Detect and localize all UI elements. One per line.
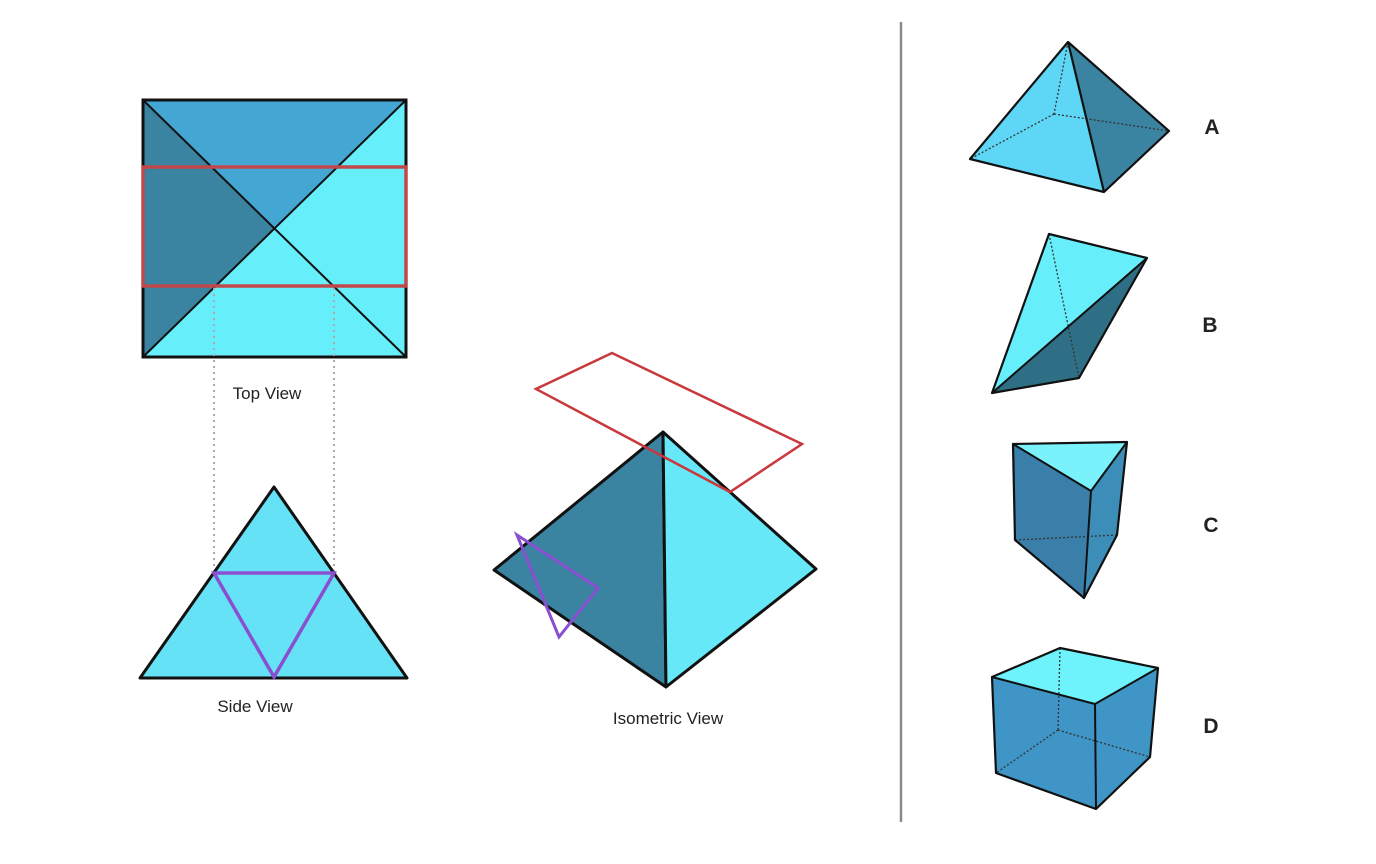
isometric-section-triangle — [513, 531, 601, 640]
option-d-shape[interactable] — [990, 646, 1160, 811]
option-d-label[interactable]: D — [1203, 715, 1218, 738]
top-view — [141, 98, 408, 359]
option-c-label[interactable]: C — [1203, 514, 1218, 537]
isometric-section-plane — [533, 351, 805, 494]
side-view-section-triangle — [210, 571, 338, 681]
option-b-shape[interactable] — [990, 232, 1149, 395]
isometric-view — [492, 351, 818, 689]
option-a-shape[interactable] — [968, 40, 1171, 194]
option-c-shape[interactable] — [1011, 440, 1129, 600]
isometric-view-label: Isometric View — [613, 709, 724, 728]
side-view — [138, 485, 409, 681]
top-view-section-rect — [141, 165, 408, 288]
option-b-label[interactable]: B — [1202, 314, 1217, 337]
top-view-label: Top View — [233, 384, 302, 403]
option-a-label[interactable]: A — [1204, 116, 1219, 139]
side-view-label: Side View — [217, 697, 293, 716]
